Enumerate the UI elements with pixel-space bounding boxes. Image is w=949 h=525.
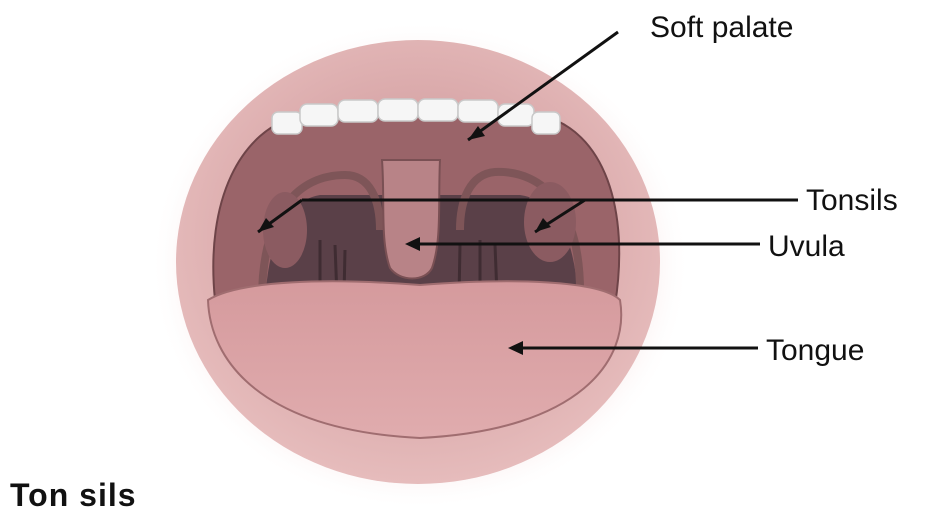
uvula bbox=[382, 160, 440, 279]
left-tonsil bbox=[263, 192, 307, 268]
label-uvula: Uvula bbox=[768, 230, 845, 263]
label-tonsils: Tonsils bbox=[806, 184, 898, 217]
diagram-caption: Ton sils bbox=[10, 477, 137, 514]
label-soft-palate: Soft palate bbox=[650, 11, 793, 44]
label-tongue: Tongue bbox=[766, 334, 864, 367]
